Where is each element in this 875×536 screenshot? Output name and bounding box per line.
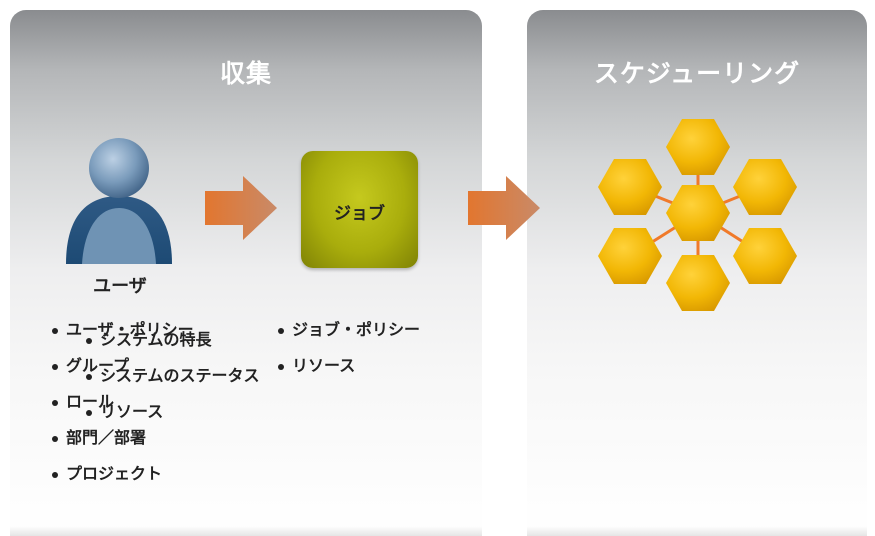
- user-bullet-list: ユーザ・ポリシー グループ ロール 部門／部署 プロジェクト: [52, 312, 194, 492]
- list-item: システムの特長: [86, 322, 260, 358]
- list-item: プロジェクト: [52, 456, 194, 492]
- list-item: ユーザ・ポリシー: [52, 312, 194, 348]
- list-item: ジョブ・ポリシー: [278, 312, 420, 348]
- job-box: ジョブ: [301, 151, 418, 268]
- collection-title: 収集: [219, 59, 272, 88]
- list-item: 部門／部署: [52, 420, 194, 456]
- job-label: ジョブ: [334, 204, 385, 224]
- arrow-right-icon: [468, 176, 540, 240]
- collection-panel: 収集: [10, 10, 482, 536]
- user-silhouette-icon: [66, 138, 172, 264]
- list-item: システムのステータス: [86, 358, 260, 394]
- scheduling-title: スケジューリング: [593, 59, 801, 88]
- list-item: リソース: [86, 394, 260, 430]
- list-item: グループ: [52, 348, 194, 384]
- list-item: ロール: [52, 384, 194, 420]
- job-bullet-list: ジョブ・ポリシー リソース: [278, 312, 420, 384]
- user-label: ユーザ: [93, 276, 147, 297]
- list-item: リソース: [278, 348, 420, 384]
- arrow-right-icon: [205, 176, 277, 240]
- scheduling-bullet-list: システムの特長 システムのステータス リソース: [86, 322, 260, 430]
- hexagon-cluster-icon: [598, 119, 797, 311]
